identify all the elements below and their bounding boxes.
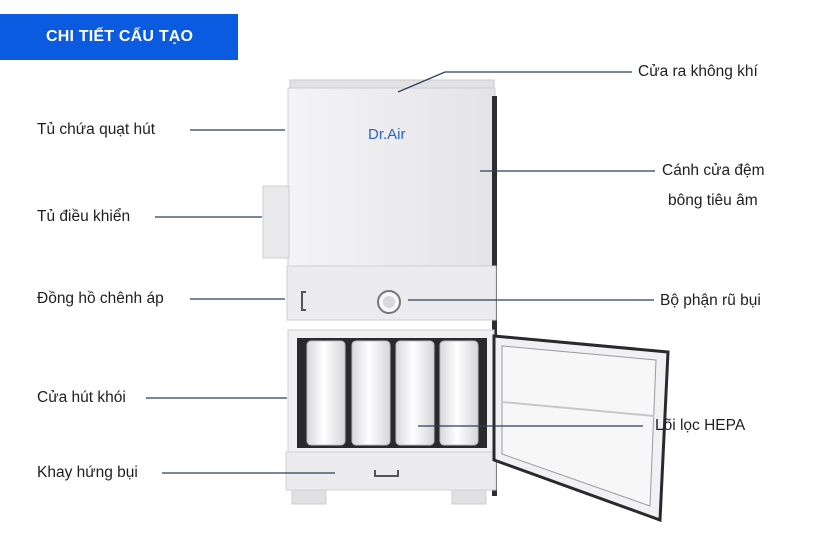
title-banner: CHI TIẾT CẤU TẠO xyxy=(0,14,238,60)
label-door-line1: Cánh cửa đệm xyxy=(662,162,765,179)
hepa-filters xyxy=(306,340,479,446)
right-foot xyxy=(451,489,487,505)
label-fan-cabinet: Tủ chứa quạt hút xyxy=(37,121,156,138)
label-control-cabinet: Tủ điều khiển xyxy=(37,208,131,225)
label-air-outlet: Cửa ra không khí xyxy=(638,63,758,80)
label-door-line2: bông tiêu âm xyxy=(668,192,758,209)
label-smoke-inlet: Cửa hút khói xyxy=(37,389,126,406)
label-hepa-core: Lõi lọc HEPA xyxy=(655,417,746,434)
control-box xyxy=(262,185,290,259)
gauge-handle xyxy=(301,291,306,311)
tray-handle xyxy=(374,470,399,477)
brand-logo: Dr.Air xyxy=(368,126,406,143)
banner-title: CHI TIẾT CẤU TẠO xyxy=(46,28,194,45)
fan-cabinet-body xyxy=(287,87,496,267)
label-pressure-gauge: Đồng hồ chênh áp xyxy=(37,290,164,307)
label-dust-tray: Khay hứng bụi xyxy=(37,464,138,481)
leader-air-outlet xyxy=(397,71,632,93)
label-dust-shaker: Bộ phận rũ bụi xyxy=(660,292,761,309)
dust-tray-body xyxy=(285,451,497,491)
left-foot xyxy=(291,489,327,505)
